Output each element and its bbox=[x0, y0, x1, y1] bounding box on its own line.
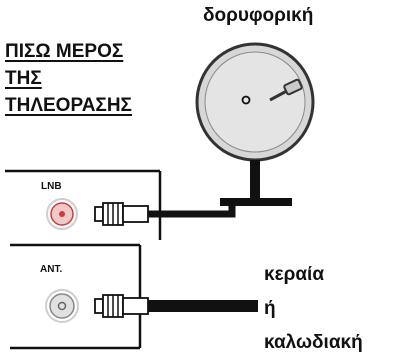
tv-back-label-line: ΤΗΣ bbox=[5, 68, 42, 89]
ant-port-icon bbox=[45, 289, 79, 323]
lnb-port-label: LNB bbox=[41, 181, 62, 192]
ant-plug-body bbox=[122, 297, 149, 315]
dish-lnb-head bbox=[283, 78, 303, 96]
antenna-cable-label-line: καλωδιακή bbox=[264, 332, 363, 353]
dish-inner-ring bbox=[204, 51, 306, 153]
lnb-plug-body bbox=[122, 205, 149, 223]
dish-base bbox=[220, 198, 292, 206]
ant-port-pin bbox=[57, 301, 67, 311]
ant-plug-tip bbox=[94, 298, 104, 314]
ant-port-ring bbox=[49, 293, 75, 319]
antenna-cable bbox=[148, 300, 258, 312]
satellite-cable bbox=[148, 206, 236, 218]
lnb-connector-plug-icon bbox=[94, 202, 149, 226]
antenna-cable-label: κεραία ή καλωδιακή bbox=[264, 258, 363, 360]
lnb-plug-tip bbox=[94, 206, 104, 222]
tv-back-label-line: ΤΗΛΕΟΡΑΣΗΣ bbox=[5, 95, 132, 116]
antenna-cable-label-line: κεραία bbox=[264, 264, 325, 285]
antenna-cable-label-line: ή bbox=[264, 298, 276, 319]
lnb-port-icon bbox=[46, 198, 78, 230]
tv-back-label: ΠΙΣΩ ΜΕΡΟΣ ΤΗΣ ΤΗΛΕΟΡΑΣΗΣ bbox=[5, 38, 132, 119]
satellite-dish-icon bbox=[195, 42, 315, 162]
lnb-port-pin bbox=[59, 211, 65, 217]
tv-back-label-line: ΠΙΣΩ ΜΕΡΟΣ bbox=[5, 41, 124, 62]
dish-center-marker bbox=[241, 95, 251, 105]
satellite-label: δορυφορική bbox=[203, 5, 314, 26]
ant-port-label: ANT. bbox=[40, 264, 63, 275]
ant-connector-plug-icon bbox=[94, 294, 149, 318]
dish-mast bbox=[250, 160, 260, 198]
